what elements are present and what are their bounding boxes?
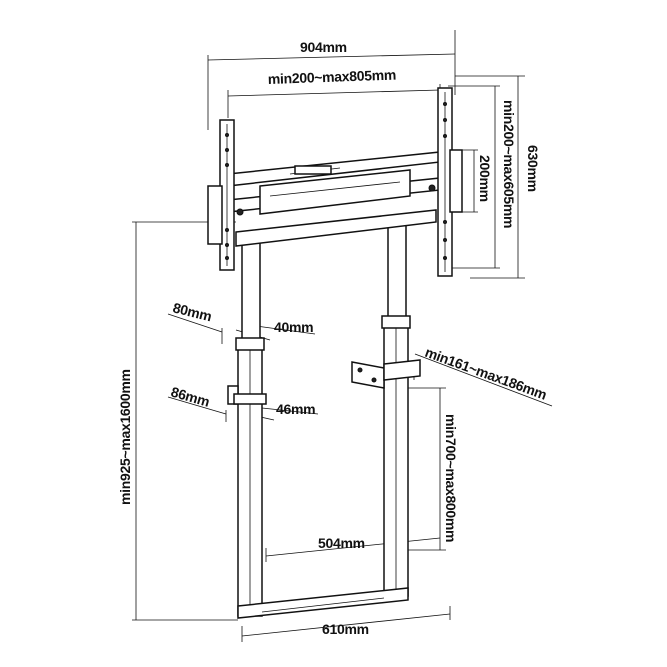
left-clamp-bar	[233, 393, 267, 405]
dim-rail-height: 200mm	[477, 155, 493, 202]
center-lock	[294, 165, 332, 175]
tv-mount	[207, 87, 463, 277]
right-bracket-clip	[449, 149, 463, 213]
wall-bracket-plate	[351, 361, 385, 389]
mount-screw	[428, 184, 436, 192]
floor-stand	[227, 209, 437, 619]
left-column-upper	[241, 237, 261, 349]
dim-wall-bracket: min161~max186mm	[423, 344, 549, 403]
wall-bracket-arm	[383, 359, 421, 381]
dim-vesa-vertical: min200~max605mm	[501, 100, 517, 228]
left-bracket-clip	[207, 185, 223, 245]
dim-lower-depth: 86mm	[169, 384, 211, 410]
dim-total-height: min925~max1600mm	[117, 369, 133, 505]
bracket-slots	[225, 102, 447, 260]
dim-upper-depth: 80mm	[171, 299, 213, 324]
crossbar	[235, 209, 437, 247]
dimension-labels: 904mm min200~max805mm 630mm min200~max60…	[117, 39, 549, 637]
dim-column-height: min700~max800mm	[443, 414, 459, 542]
mount-screw	[236, 208, 244, 216]
dim-vesa-horizontal: min200~max805mm	[268, 67, 397, 87]
dim-base-width: 610mm	[322, 621, 369, 637]
right-collar	[381, 315, 411, 329]
dim-panel-height: 630mm	[525, 145, 541, 192]
dim-upper-column: 40mm	[274, 319, 313, 335]
right-column-upper	[387, 221, 407, 328]
center-box	[259, 169, 411, 215]
base-frame	[237, 587, 409, 619]
wall-bracket-bolt	[357, 367, 363, 373]
dim-lower-column: 46mm	[276, 401, 315, 417]
wall-bracket-bolt	[371, 377, 377, 383]
left-collar	[235, 337, 265, 351]
dim-inner-width: 504mm	[318, 535, 365, 551]
dim-overall-width: 904mm	[300, 39, 347, 55]
